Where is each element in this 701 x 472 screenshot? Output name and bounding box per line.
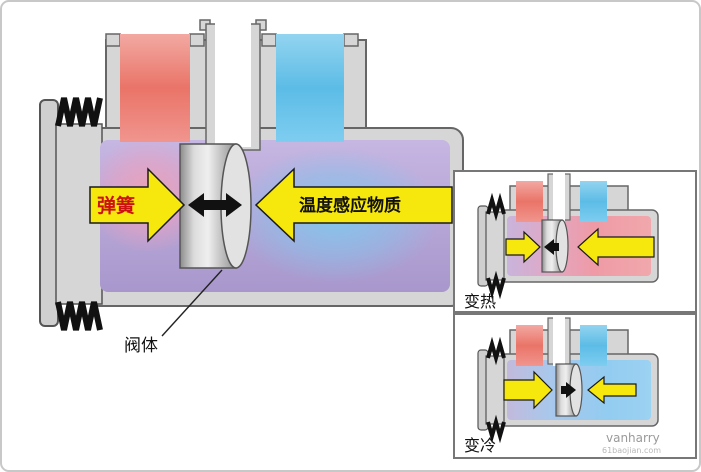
mini-hot-channel — [516, 181, 543, 222]
mini-thermal-arrow-icon — [587, 375, 637, 405]
thermal-label: 温度感应物质 — [299, 195, 401, 216]
mini-thread-top — [486, 192, 506, 222]
flange-lip — [343, 33, 359, 47]
flange-lip — [105, 33, 121, 47]
mini-piston-right-arrow-icon — [561, 382, 576, 398]
mini-hot-channel — [516, 325, 543, 366]
cooling-label: 变冷 — [464, 436, 496, 455]
inset-cooling: 变冷 vanharry 61baojian.com — [453, 313, 697, 459]
mini-thread-top — [486, 336, 506, 366]
tube-bore — [215, 21, 251, 147]
mini-thread-bottom — [486, 414, 506, 444]
mini-thermal-arrow-icon — [577, 227, 655, 267]
mini-cold-channel — [580, 325, 607, 366]
mini-spring-arrow-icon — [505, 230, 541, 264]
main-valve: 弹簧 温度感应物质 阀体 — [39, 19, 464, 356]
valve-body-label: 阀体 — [124, 336, 158, 356]
spring-arrow: 弹簧 — [89, 167, 186, 243]
piston-motion-arrow-icon — [188, 193, 242, 217]
mini-tube-bore — [553, 172, 565, 222]
thread-teeth-top — [55, 97, 103, 127]
heating-label: 变热 — [464, 292, 496, 311]
mini-valve-cooling — [477, 316, 659, 444]
leader-line — [161, 269, 223, 337]
spring-label: 弹簧 — [97, 194, 135, 217]
center-tube — [199, 19, 267, 151]
flange-lip — [261, 33, 277, 47]
thermal-arrow-icon — [254, 167, 453, 243]
flange-lip — [189, 33, 205, 47]
inset-heating: 变热 — [453, 170, 697, 313]
valve-body-callout: 阀体 — [124, 269, 223, 356]
mini-valve-heating — [477, 172, 659, 300]
spring-arrow-icon — [89, 167, 186, 243]
cold-outlet-channel — [276, 34, 344, 142]
mini-cap-body — [485, 211, 505, 281]
mini-cold-channel — [580, 181, 607, 222]
mini-cap-body — [485, 355, 505, 425]
mini-spring-arrow-icon — [503, 370, 553, 410]
mini-tube-bore — [553, 316, 565, 366]
watermark: vanharry 61baojian.com — [602, 431, 661, 455]
thermal-arrow: 温度感应物质 — [254, 167, 453, 243]
watermark-line2: 61baojian.com — [602, 446, 661, 455]
hot-inlet-channel — [120, 34, 190, 142]
mini-thread-bottom — [486, 270, 506, 300]
watermark-line1: vanharry — [606, 431, 660, 445]
valve-piston — [179, 143, 252, 269]
mini-piston-left-arrow-icon — [544, 239, 559, 255]
end-cap — [39, 97, 103, 331]
thread-teeth-bottom — [55, 301, 103, 331]
